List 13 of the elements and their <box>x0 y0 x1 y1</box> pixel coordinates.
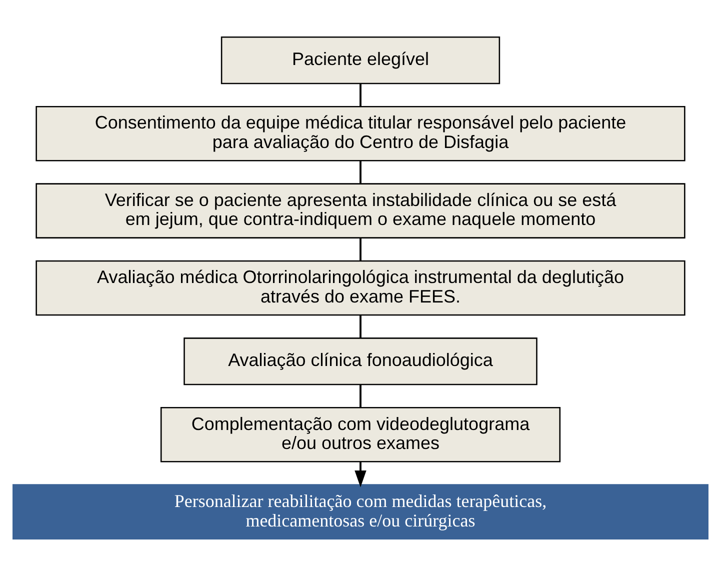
node-box: Paciente elegível <box>220 36 500 84</box>
node-box: Complementação com videodeglutograma e/ou outros exames <box>160 406 561 462</box>
node-box: Verificar se o paciente apresenta instabilidade clínica ou se está em jejum, que contra-indiquem o exame naquele momento <box>36 182 686 238</box>
node-box: Consentimento da equipe médica titular responsável pelo paciente para avaliação do Centro de Disfagia <box>36 105 686 161</box>
connector <box>360 160 362 183</box>
node-box: Avaliação clínica fonoaudiológica <box>184 337 538 385</box>
connector <box>360 314 362 338</box>
connector <box>360 83 362 106</box>
node-box: Personalizar reabilitação com medidas terapêuticas, medicamentosas e/ou cirúrgicas <box>12 484 708 539</box>
connector <box>360 238 362 260</box>
arrow <box>354 462 366 487</box>
node-box: Avaliação médica Otorrinolaringológica instrumental da deglutição através do exame FEES. <box>36 260 686 316</box>
connector <box>360 384 362 407</box>
